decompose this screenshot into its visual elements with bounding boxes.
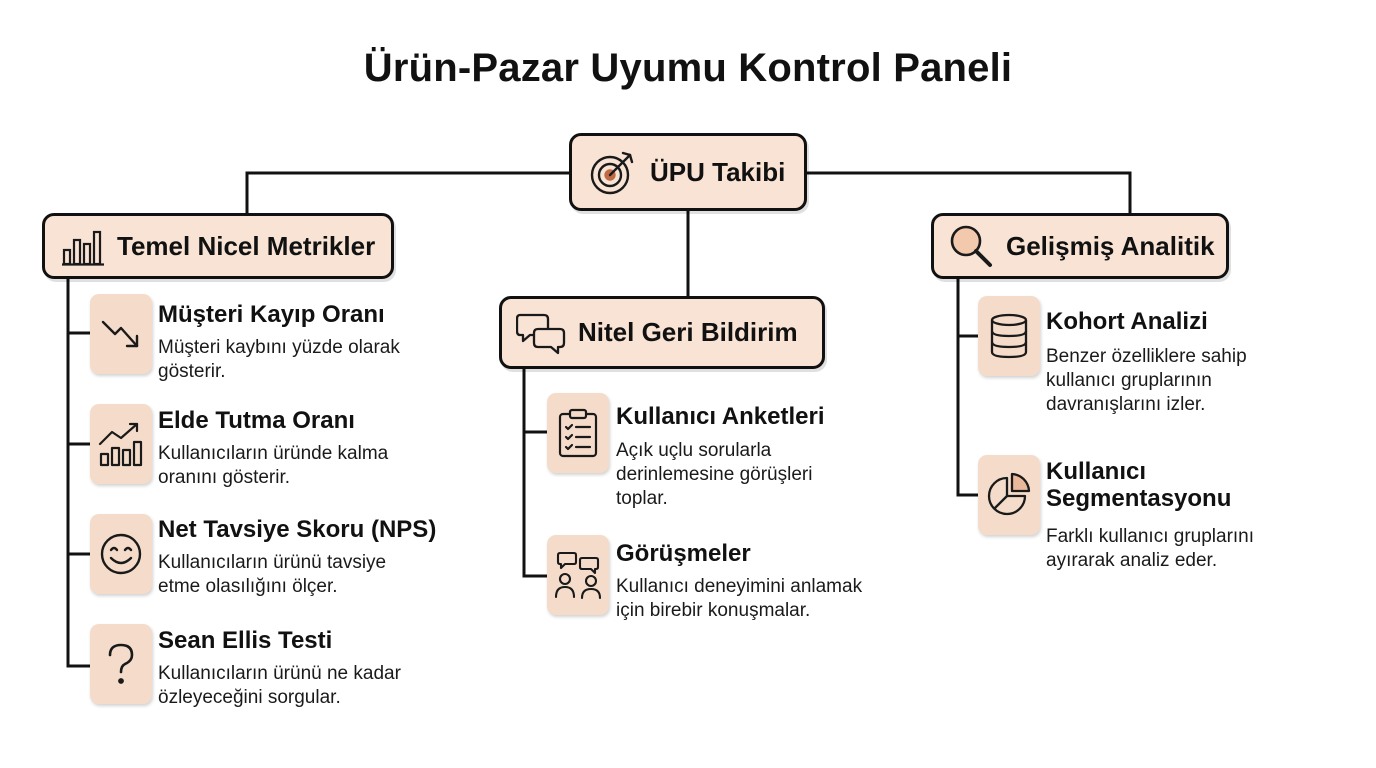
- item-title: Müşteri Kayıp Oranı: [158, 301, 385, 328]
- item-description: Müşteri kaybını yüzde olarak gösterir.: [158, 337, 400, 382]
- branch-label: Temel Nicel Metrikler: [117, 230, 376, 261]
- item-title: Kullanıcı Anketleri: [616, 403, 825, 430]
- database-icon: [990, 313, 1028, 359]
- item-description: Kullanıcıların ürünü tavsiye etme olasıl…: [158, 552, 387, 597]
- item-description: Kullanıcı deneyimini anlamak için birebi…: [616, 576, 863, 621]
- root-node[interactable]: ÜPU Takibi: [569, 133, 807, 211]
- item-description: Açık uçlu sorularla derinlemesine görüşl…: [616, 440, 813, 509]
- item-title: Kullanıcı Segmentasyonu: [1046, 458, 1232, 512]
- branch-label: Nitel Geri Bildirim: [578, 317, 798, 347]
- item-description: Farklı kullanıcı gruplarını ayırarak ana…: [1046, 526, 1255, 571]
- pie-chart-icon: [987, 472, 1031, 516]
- clipboard-checklist-icon: [558, 408, 598, 458]
- item-description: Kullanıcıların ürünü ne kadar özleyeceği…: [158, 663, 401, 708]
- item-icon-tile: [90, 624, 152, 704]
- item-icon-tile: [547, 535, 609, 615]
- branch-label: Gelişmiş Analitik: [1006, 230, 1215, 261]
- item-icon-tile: [547, 393, 609, 473]
- branch-node-quantitative[interactable]: Temel Nicel Metrikler: [42, 213, 394, 279]
- item-icon-tile: [90, 514, 152, 594]
- smiley-icon: [100, 533, 142, 575]
- chat-bubbles-icon: [516, 313, 566, 354]
- page-title: Ürün-Pazar Uyumu Kontrol Paneli: [363, 46, 1013, 90]
- item-title: Sean Ellis Testi: [158, 627, 333, 654]
- item-icon-tile: [978, 455, 1040, 535]
- item-description: Kullanıcıların üründe kalma oranını göst…: [158, 443, 389, 488]
- item-title: Net Tavsiye Skoru (NPS): [158, 516, 437, 543]
- item-description: Benzer özelliklere sahip kullanıcı grupl…: [1046, 346, 1247, 415]
- item-icon-tile: [90, 294, 152, 374]
- bar-chart-icon: [62, 230, 104, 266]
- people-talking-icon: [554, 551, 602, 600]
- item-title: Görüşmeler: [616, 540, 751, 567]
- root-node-label: ÜPU Takibi: [650, 156, 786, 187]
- item-title: Elde Tutma Oranı: [158, 407, 355, 434]
- growth-chart-icon: [98, 422, 143, 467]
- trend-down-icon: [101, 320, 139, 348]
- item-icon-tile: [90, 404, 152, 484]
- question-mark-icon: [108, 643, 134, 684]
- target-arrow-icon: [590, 151, 634, 195]
- magnifier-icon: [950, 225, 992, 267]
- item-icon-tile: [978, 296, 1040, 376]
- branch-node-qualitative[interactable]: Nitel Geri Bildirim: [499, 296, 825, 369]
- item-title: Kohort Analizi: [1046, 308, 1208, 335]
- branch-node-advanced[interactable]: Gelişmiş Analitik: [931, 213, 1229, 279]
